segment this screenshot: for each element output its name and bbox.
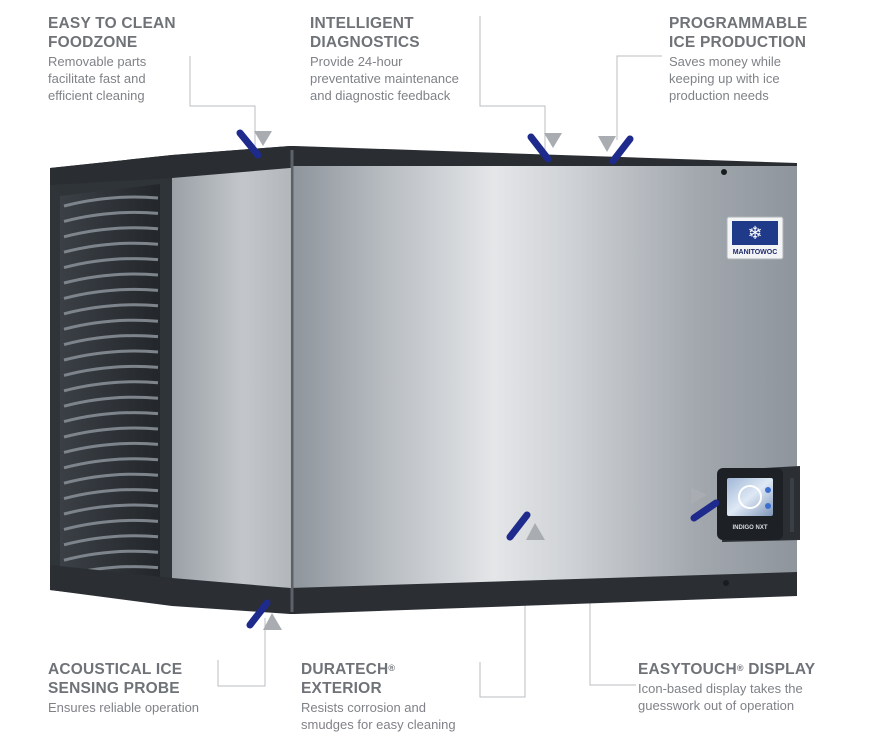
grille-slat: [63, 226, 159, 239]
desc-line: keeping up with ice: [669, 71, 780, 86]
title-line: PROGRAMMABLE: [669, 15, 808, 32]
snowflake-icon: ❄: [747, 223, 762, 244]
grille-slat: [63, 503, 159, 516]
title-line: ICE PRODUCTION: [669, 34, 807, 51]
desc-line: guesswork out of operation: [638, 698, 795, 713]
leader-line-probe: [217, 618, 266, 687]
callout-description: Resists corrosion and smudges for easy c…: [301, 699, 481, 733]
title-line: SENSING PROBE: [48, 680, 180, 697]
machine-front-panel: [292, 166, 797, 594]
easytouch-display[interactable]: INDIGO NXT: [717, 466, 800, 542]
desc-line: Removable parts: [48, 54, 147, 69]
desc-line: Provide 24-hour: [310, 54, 403, 69]
top-screw: [721, 169, 727, 175]
grille-slat: [63, 272, 159, 285]
marker-foodzone[interactable]: [236, 129, 272, 159]
callout-programmable-ice-production: PROGRAMMABLE ICE PRODUCTION Saves money …: [669, 14, 849, 104]
title-line: DURATECH®: [301, 660, 481, 679]
grille-slat: [63, 318, 159, 331]
callout-easy-to-clean-foodzone: EASY TO CLEAN FOODZONE Removable parts f…: [48, 14, 198, 104]
grille-slat: [63, 210, 159, 223]
grille-slat: [63, 441, 159, 454]
grille-slat: [63, 549, 159, 562]
desc-line: Ensures reliable operation: [48, 700, 200, 715]
marker-production[interactable]: [598, 135, 634, 165]
grille-slat: [63, 364, 159, 377]
machine-bottom-rail: [50, 565, 797, 614]
callout-description: Provide 24-hour preventative maintenance…: [310, 53, 480, 104]
leader-line-diagnostics: [479, 16, 546, 150]
title-text: DURATECH: [301, 661, 389, 678]
desc-line: and diagnostic feedback: [310, 88, 451, 103]
callout-acoustical-ice-sensing-probe: ACOUSTICAL ICE SENSING PROBE Ensures rel…: [48, 660, 238, 716]
title-line: EXTERIOR: [301, 680, 382, 697]
grille-slat: [63, 257, 159, 270]
title-line: INTELLIGENT: [310, 15, 414, 32]
desc-line: smudges for easy cleaning: [301, 717, 456, 732]
title-line: EASY TO CLEAN: [48, 15, 176, 32]
leader-line-exterior: [479, 530, 526, 698]
title-line: ACOUSTICAL ICE: [48, 661, 183, 678]
grille-slat: [63, 488, 159, 501]
grille-slat: [63, 380, 159, 393]
grille-slat: [63, 303, 159, 316]
machine-left-side: [50, 146, 290, 610]
callout-easytouch-display: EASYTOUCH® DISPLAY Icon-based display ta…: [638, 660, 838, 714]
registered-mark: ®: [388, 663, 396, 673]
desc-line: Resists corrosion and: [301, 700, 426, 715]
desc-line: production needs: [669, 88, 769, 103]
grille-slat: [63, 426, 159, 439]
markers: [236, 129, 720, 630]
grille-slat: [63, 334, 159, 347]
callout-intelligent-diagnostics: INTELLIGENT DIAGNOSTICS Provide 24-hour …: [310, 14, 480, 104]
desc-line: preventative maintenance: [310, 71, 459, 86]
title-text: EASYTOUCH: [638, 661, 737, 678]
callout-title: PROGRAMMABLE ICE PRODUCTION: [669, 14, 849, 52]
desc-line: efficient cleaning: [48, 88, 145, 103]
leader-line-production: [616, 55, 662, 140]
grille-slat: [63, 472, 159, 485]
marker-display[interactable]: [690, 487, 720, 522]
desc-line: facilitate fast and: [48, 71, 146, 86]
marker-diagnostics[interactable]: [527, 133, 562, 163]
title-line: FOODZONE: [48, 34, 138, 51]
callout-description: Removable parts facilitate fast and effi…: [48, 53, 198, 104]
brand-badge: ❄ MANITOWOC: [726, 216, 784, 260]
marker-exterior[interactable]: [506, 511, 545, 541]
callout-title: DURATECH® EXTERIOR: [301, 660, 481, 698]
desc-line: Saves money while: [669, 54, 781, 69]
callout-title: EASYTOUCH® DISPLAY: [638, 660, 838, 679]
callout-duratech-exterior: DURATECH® EXTERIOR Resists corrosion and…: [301, 660, 481, 733]
grille-slat: [63, 411, 159, 424]
registered-mark: ®: [736, 663, 744, 673]
grille-slat: [63, 395, 159, 408]
grille-slat: [63, 534, 159, 547]
badge-brand-text: MANITOWOC: [733, 249, 778, 256]
title-line: DIAGNOSTICS: [310, 34, 420, 51]
grille-slat: [63, 457, 159, 470]
callout-title: INTELLIGENT DIAGNOSTICS: [310, 14, 480, 52]
callout-title: EASY TO CLEAN FOODZONE: [48, 14, 198, 52]
callout-title: ACOUSTICAL ICE SENSING PROBE: [48, 660, 238, 698]
bottom-screw: [723, 580, 729, 586]
title-line: EASYTOUCH® DISPLAY: [638, 660, 838, 679]
title-text: DISPLAY: [743, 661, 816, 678]
desc-line: Icon-based display takes the: [638, 681, 803, 696]
grille-slats: [63, 195, 159, 578]
display-screen[interactable]: [727, 478, 773, 516]
leader-line-foodzone: [189, 56, 256, 150]
grille-slat: [63, 287, 159, 300]
grille-slat: [63, 518, 159, 531]
grille-slat: [63, 195, 159, 208]
grille-slat: [63, 241, 159, 254]
callout-description: Ensures reliable operation: [48, 699, 238, 716]
grille-slat: [63, 349, 159, 362]
display-brand-text: INDIGO NXT: [732, 525, 767, 531]
marker-probe[interactable]: [246, 599, 282, 630]
display-dial-icon: [738, 485, 762, 509]
callout-description: Icon-based display takes the guesswork o…: [638, 680, 838, 714]
callout-description: Saves money while keeping up with ice pr…: [669, 53, 849, 104]
